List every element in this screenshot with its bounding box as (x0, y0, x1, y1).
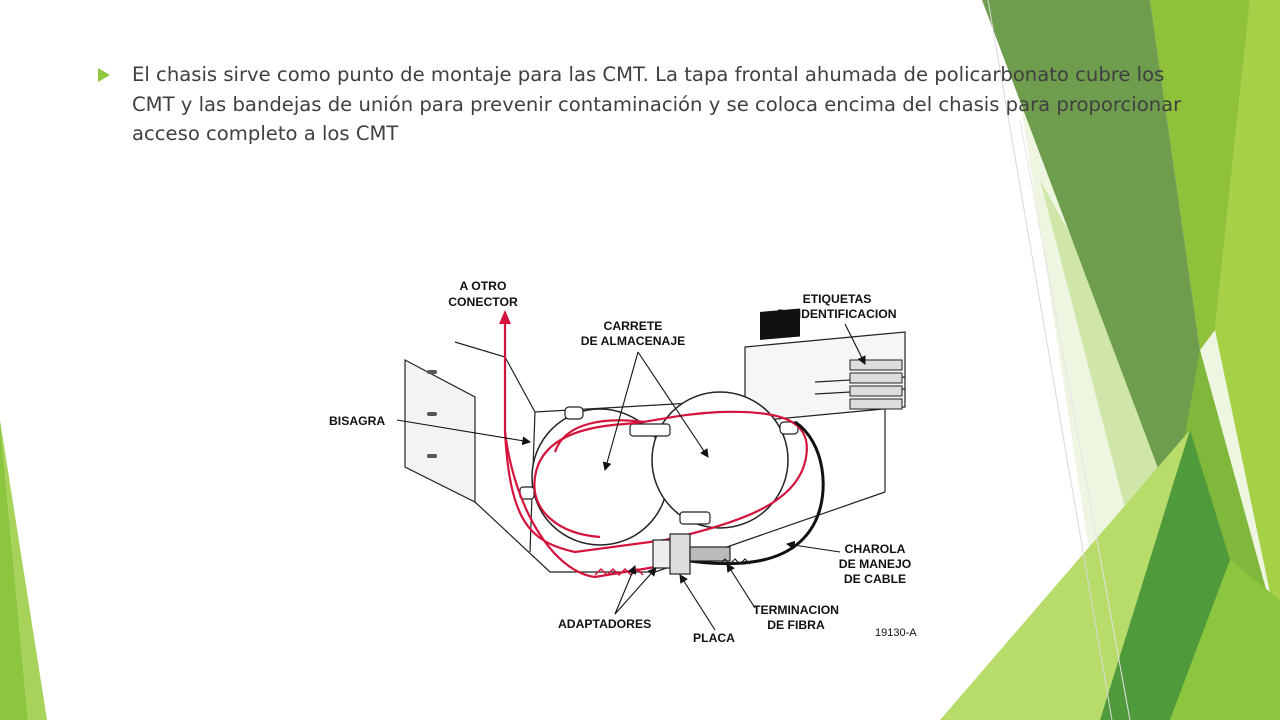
bullet-arrow-icon (98, 68, 110, 82)
figure-code: 19130-A (875, 627, 917, 639)
label-charola-2: DE MANEJO (839, 557, 911, 571)
label-adaptadores: ADAPTADORES (558, 617, 651, 631)
identification-tag (760, 308, 800, 340)
bullet-text: El chasis sirve como punto de montaje pa… (132, 63, 1182, 145)
fiber-chassis-diagram: A OTRO CONECTOR CARRETE DE ALMACENAJE ET… (329, 279, 917, 642)
deco-facet-bottom-right (1170, 560, 1280, 720)
label-carrete-1: CARRETE (604, 319, 663, 333)
fiber-up-arrow-icon (499, 310, 511, 324)
label-etiquetas-2: DE IDENTIFICACION (777, 307, 896, 321)
id-label-slots (849, 359, 903, 410)
label-placa: PLACA (693, 631, 735, 642)
deco-facet-bottom-dark (1100, 430, 1230, 720)
label-terminacion-2: DE FIBRA (767, 618, 825, 632)
label-terminacion-1: TERMINACION (753, 603, 839, 617)
deco-thin-line (987, 0, 1113, 720)
deco-left-bar-light (0, 420, 47, 720)
adapter-block (652, 533, 731, 575)
label-carrete-2: DE ALMACENAJE (581, 334, 686, 348)
label-etiquetas-1: ETIQUETAS (803, 292, 872, 306)
label-a-otro-conector-2: CONECTOR (448, 295, 518, 309)
bullet-paragraph: El chasis sirve como punto de montaje pa… (98, 60, 1208, 149)
reel-clips (519, 406, 799, 525)
cable-tray (664, 420, 825, 566)
deco-facet-dark (982, 0, 1200, 540)
deco-thin-line-2 (1019, 119, 1131, 720)
fiber-termination-spring-right (719, 558, 751, 565)
label-charola-3: DE CABLE (844, 572, 906, 586)
fiber-route (503, 320, 808, 579)
deco-facet-bottom-light (940, 430, 1190, 720)
deco-facet-bright-top (1150, 0, 1250, 350)
label-a-otro-conector-1: A OTRO (460, 279, 507, 293)
leader-lines (396, 323, 866, 631)
label-charola-1: CHAROLA (845, 542, 906, 556)
storage-reel-right (651, 391, 789, 529)
label-bisagra: BISAGRA (329, 414, 385, 428)
mounting-holes (427, 370, 437, 458)
deco-facet-right-edge (1215, 0, 1280, 640)
